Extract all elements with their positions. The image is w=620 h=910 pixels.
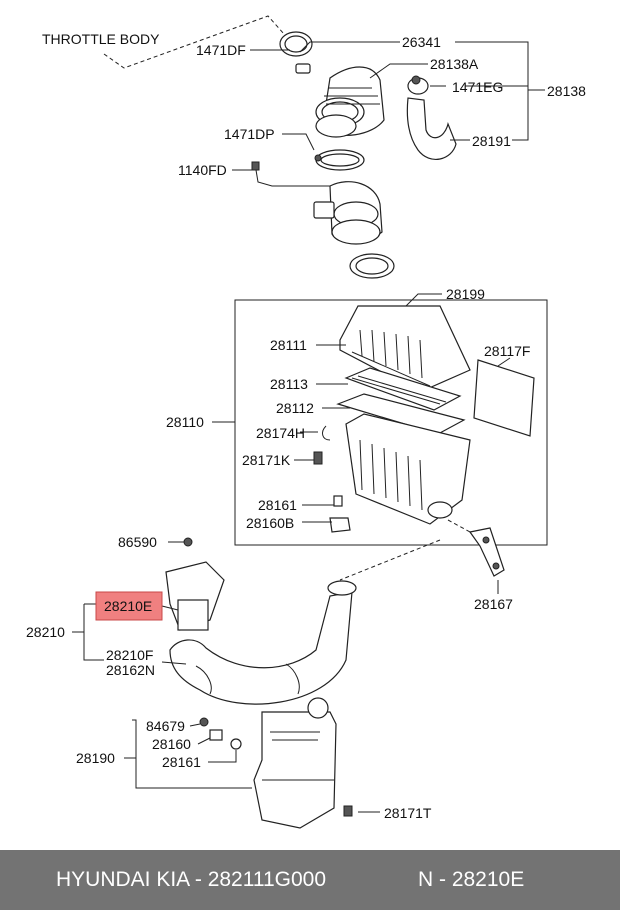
label-28111: 28111	[270, 337, 307, 353]
label-28210E: 28210E	[104, 598, 152, 614]
label-28167: 28167	[474, 596, 513, 612]
filter-screen-panel	[473, 359, 535, 437]
resonator-hose	[406, 75, 457, 160]
mounting-bolt	[251, 161, 330, 187]
label-28191: 28191	[472, 133, 511, 149]
air-intake-duct-lower	[165, 537, 357, 705]
resonator-box	[199, 697, 353, 829]
label-28190: 28190	[76, 750, 115, 766]
label-28112: 28112	[276, 400, 314, 416]
label-1471DF: 1471DF	[196, 42, 246, 58]
label-28110: 28110	[166, 414, 204, 430]
label-28171K: 28171K	[242, 452, 291, 468]
label-28113: 28113	[270, 376, 308, 392]
intake-hose-upper	[279, 31, 385, 138]
label-28161-upper: 28161	[258, 497, 297, 513]
air-filter-element	[336, 367, 466, 435]
air-cleaner-cover	[339, 305, 471, 393]
label-28162N: 28162N	[106, 662, 155, 678]
air-flow-sensor-duct	[313, 181, 395, 279]
box-clips-and-bolts	[313, 425, 351, 533]
leader-lines	[72, 41, 545, 813]
throttle-body-label: THROTTLE BODY	[42, 31, 160, 47]
label-86590: 86590	[118, 534, 157, 550]
label-28160B: 28160B	[246, 515, 294, 531]
part-number-footer: HYUNDAI KIA - 282111G000 N - 28210E	[0, 850, 620, 910]
label-28117F: 28117F	[484, 343, 530, 359]
label-84679: 84679	[146, 718, 185, 734]
label-1471DP: 1471DP	[224, 126, 275, 142]
footer-reference-number: N - 28210E	[418, 868, 525, 891]
hose-clamp	[314, 149, 365, 171]
highlighted-part-box	[95, 591, 163, 621]
label-28138: 28138	[547, 83, 586, 99]
label-1471EG: 1471EG	[452, 79, 503, 95]
label-28161-lower: 28161	[162, 754, 201, 770]
label-28210: 28210	[26, 624, 65, 640]
label-28160: 28160	[152, 736, 191, 752]
sensor-bracket	[468, 527, 505, 577]
air-cleaner-body	[345, 413, 471, 525]
throttle-body-dashed-leader	[103, 15, 301, 69]
label-1140FD: 1140FD	[178, 162, 227, 178]
parts-diagram: THROTTLE BODY	[26, 15, 586, 829]
bracket-dashed-leader	[447, 519, 471, 533]
label-28199: 28199	[446, 286, 485, 302]
label-28171T: 28171T	[384, 805, 432, 821]
label-28210F: 28210F	[106, 647, 153, 663]
footer-brand-part-number: HYUNDAI KIA - 282111G000	[56, 868, 327, 891]
label-26341: 26341	[402, 34, 441, 50]
label-28174H: 28174H	[256, 425, 305, 441]
duct-dashed-leader	[339, 539, 441, 581]
label-28138A: 28138A	[430, 56, 479, 72]
